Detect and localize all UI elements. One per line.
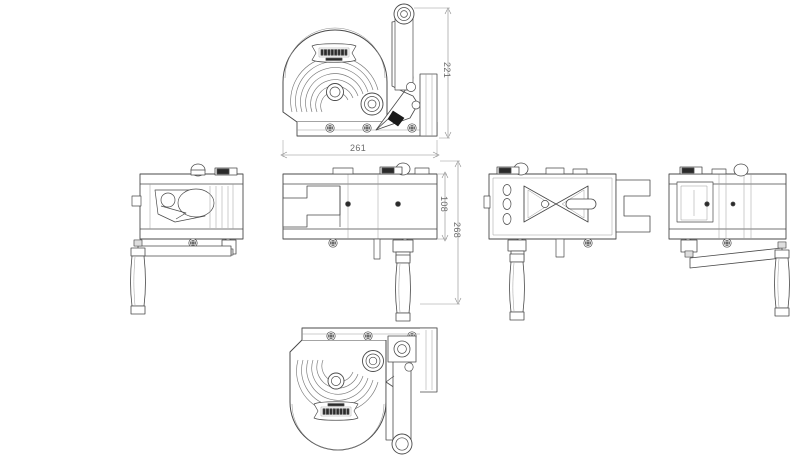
crank-handle-assembly [130, 239, 237, 315]
view-left [130, 163, 244, 315]
view-center-left [282, 162, 438, 322]
dim-label-221: 221 [442, 62, 452, 79]
dim-221-line [414, 7, 452, 139]
dim-label-268: 268 [452, 222, 462, 239]
view-right [668, 163, 790, 317]
crank-handle-assembly [680, 239, 790, 317]
manufacturer-logo-badge [311, 43, 357, 63]
dim-268-line [420, 160, 462, 305]
ratchet-lever-arm [391, 3, 415, 93]
right-mount-flange [419, 73, 438, 137]
view-top-front [282, 3, 438, 137]
crank-handle-assembly [392, 239, 414, 322]
dim-label-261: 261 [350, 143, 367, 153]
view-center-right [483, 162, 651, 321]
crank-handle-assembly [507, 239, 527, 321]
secondary-gear-boss [362, 350, 384, 372]
pawl-linkage-assembly [375, 82, 421, 131]
dim-261-line [280, 140, 440, 159]
dimension-lines [280, 7, 462, 305]
secondary-gear-boss [360, 92, 384, 116]
view-bottom [289, 327, 438, 455]
dim-label-108: 108 [439, 196, 449, 213]
ratchet-lever-arm [385, 335, 417, 455]
dim-108-line [438, 171, 449, 242]
